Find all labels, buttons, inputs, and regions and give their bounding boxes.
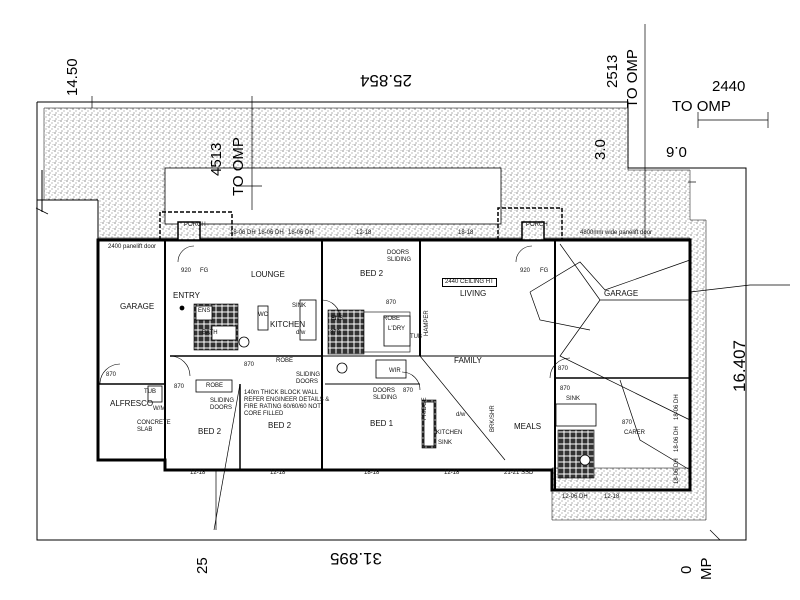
label-door-870-c: 870	[244, 362, 255, 368]
label-door-870-f: 870	[558, 366, 569, 372]
roof-lines	[419, 243, 691, 471]
room-garage-left: GARAGE	[120, 302, 155, 311]
room-living: LIVING	[460, 289, 487, 298]
label-sink-right: SINK	[438, 440, 453, 446]
room-kitchen-right: KITCHEN	[436, 430, 463, 436]
room-wc: WC	[258, 312, 268, 318]
room-alfresco: ALFRESCO	[110, 399, 154, 408]
label-door-920-left: 920	[181, 268, 192, 274]
house-walls	[96, 238, 692, 492]
room-bed2-left: BED 2	[198, 427, 222, 436]
label-door-870-a: 870	[106, 372, 117, 378]
label-robe-left: ROBE	[276, 358, 294, 364]
label-window-right-c: 18-06 DH	[674, 458, 680, 484]
label-door-870-g: 870	[560, 386, 571, 392]
label-hamper: HAMPER	[424, 310, 430, 336]
label-fg-left: FG	[200, 268, 209, 274]
label-pantry: BRK/SHR	[490, 405, 496, 432]
door-swings	[99, 245, 571, 391]
right-setback-to-omp: TO OMP	[672, 98, 731, 115]
bottom-left-dimension: 25	[194, 557, 211, 574]
label-fridge: FRIDGE	[422, 397, 428, 420]
label-panelift-left: 2400 panelift door	[108, 244, 157, 250]
label-concrete-slab: CONCRETE SLAB	[137, 420, 171, 433]
mid-setback-to-omp: TO OMP	[624, 49, 641, 108]
label-door-870-e: 870	[403, 388, 414, 394]
label-window-right-b: 18-06 DH	[674, 426, 680, 452]
label-wm: W/M	[153, 406, 166, 412]
room-ens-left: ENS	[198, 308, 211, 314]
fixtures	[147, 299, 597, 466]
bottom-right-mp: MP	[698, 557, 715, 581]
mid-setback-dimension: 2513	[604, 54, 621, 88]
paving-area	[43, 107, 707, 521]
room-bed1: BED 1	[370, 419, 394, 428]
label-window-bot-b: 12-18	[270, 470, 286, 476]
porches	[159, 207, 563, 241]
label-robe-bed2: ROBE	[206, 383, 224, 389]
label-sliding-doors-a: SLIDING DOORS	[210, 398, 235, 411]
left-top-dimension: 14.50	[64, 58, 81, 96]
label-sink-carer: SINK	[566, 396, 581, 402]
right-side-dimension: 16.407	[730, 340, 749, 392]
label-doors-sliding-top: DOORS SLIDING	[387, 250, 412, 263]
room-lounge: LOUNGE	[251, 270, 285, 279]
room-ldry: L'DRY	[388, 326, 406, 332]
right-setback-dimension: 2440	[712, 78, 746, 95]
label-fg-right: FG	[540, 268, 549, 274]
label-door-870-d: 870	[386, 300, 397, 306]
site-boundary	[36, 101, 747, 541]
label-dw-right: d/w	[456, 412, 466, 418]
label-window-bot-f: 12-06 DH	[562, 494, 588, 500]
label-robe-top: ROBE	[383, 316, 401, 322]
left-setback-dimension: 4513	[208, 142, 225, 176]
room-bed2-top: BED 2	[360, 269, 384, 278]
label-door-870-i: 870	[622, 420, 633, 426]
label-porch-right: PORCH	[526, 222, 548, 228]
label-sink-left: SINK	[292, 303, 307, 309]
label-window-top-c: 18-06 DH	[288, 230, 314, 236]
wall-note: 140m THICK BLOCK WALL REFER ENGINEER DET…	[244, 390, 330, 417]
room-ens-top: ENS	[331, 316, 344, 322]
label-window-bot-a: 12-18	[190, 470, 206, 476]
label-door-870-b: 870	[174, 384, 185, 390]
label-window-bot-g: 12-18	[604, 494, 620, 500]
label-porch-left: PORCH	[184, 222, 206, 228]
label-window-top-d: 12-18	[356, 230, 372, 236]
right-offset-a: 0.6	[666, 143, 687, 160]
label-window-top-b: 18-06 DH	[258, 230, 284, 236]
label-door-920-right: 920	[520, 268, 531, 274]
label-doors-sliding-bed1: DOORS SLIDING	[373, 388, 398, 401]
room-entry: ENTRY	[173, 291, 200, 300]
room-bath: BATH	[202, 330, 218, 336]
label-ceiling-height: 2440 CEILING HT	[442, 278, 497, 287]
bottom-right-zero: 0	[678, 565, 695, 574]
label-window-right-a: 18-06 DH	[674, 394, 680, 420]
room-garage-right: GARAGE	[604, 289, 639, 298]
label-window-top-e: 18-18	[458, 230, 474, 236]
label-door-870-h: 870	[330, 330, 341, 336]
room-bed2-mid: BED 2	[268, 421, 292, 430]
bottom-length-dimension: 31.895	[330, 549, 382, 568]
label-tub-alfresco: TUB	[144, 389, 156, 395]
room-carer: CARER	[624, 430, 646, 436]
label-sliding-doors-b: SLIDING DOORS	[296, 372, 321, 385]
left-setback-to-omp: TO OMP	[230, 137, 247, 196]
top-length-dimension: 25.854	[360, 71, 412, 90]
label-tub: TUB	[410, 334, 422, 340]
right-offset-b: 3.0	[592, 139, 609, 160]
label-window-bot-d: 12-18	[444, 470, 460, 476]
label-window-top-a: 18-06 DH	[230, 230, 256, 236]
label-window-bot-e: 21-21 SSD	[504, 470, 534, 476]
room-wir: WIR	[389, 368, 401, 374]
dimension-lines	[35, 24, 790, 541]
label-dw-left: d/w	[296, 330, 306, 336]
label-window-bot-c: 18-18	[364, 470, 380, 476]
room-family: FAMILY	[454, 356, 482, 365]
room-meals: MEALS	[514, 422, 542, 431]
room-kitchen-left: KITCHEN	[270, 320, 306, 329]
label-panelift-right: 4800mm wide panelift door	[580, 230, 653, 236]
